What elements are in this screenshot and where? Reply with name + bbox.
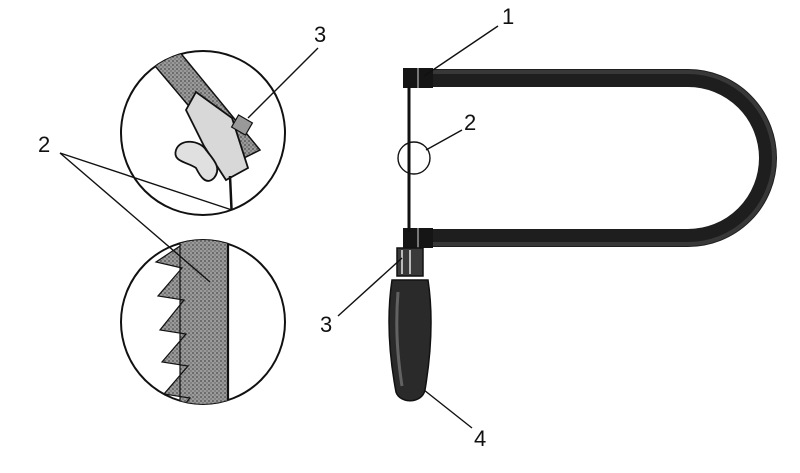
saw-frame	[403, 68, 777, 248]
label-clamp: 3	[320, 312, 332, 337]
label-clamp-detail: 3	[314, 22, 326, 47]
label-handle: 4	[474, 426, 486, 451]
label-frame: 1	[502, 4, 514, 29]
label-blade-mark: 2	[464, 110, 476, 135]
blade-detail-marker	[397, 141, 431, 175]
label-blade-teeth-detail: 2	[38, 132, 50, 157]
handle-grip	[388, 279, 432, 402]
clamp-detail-circle	[120, 50, 286, 216]
saw-handle	[388, 247, 432, 402]
leader-lines	[59, 25, 499, 429]
blade-teeth-detail-circle	[120, 239, 286, 405]
